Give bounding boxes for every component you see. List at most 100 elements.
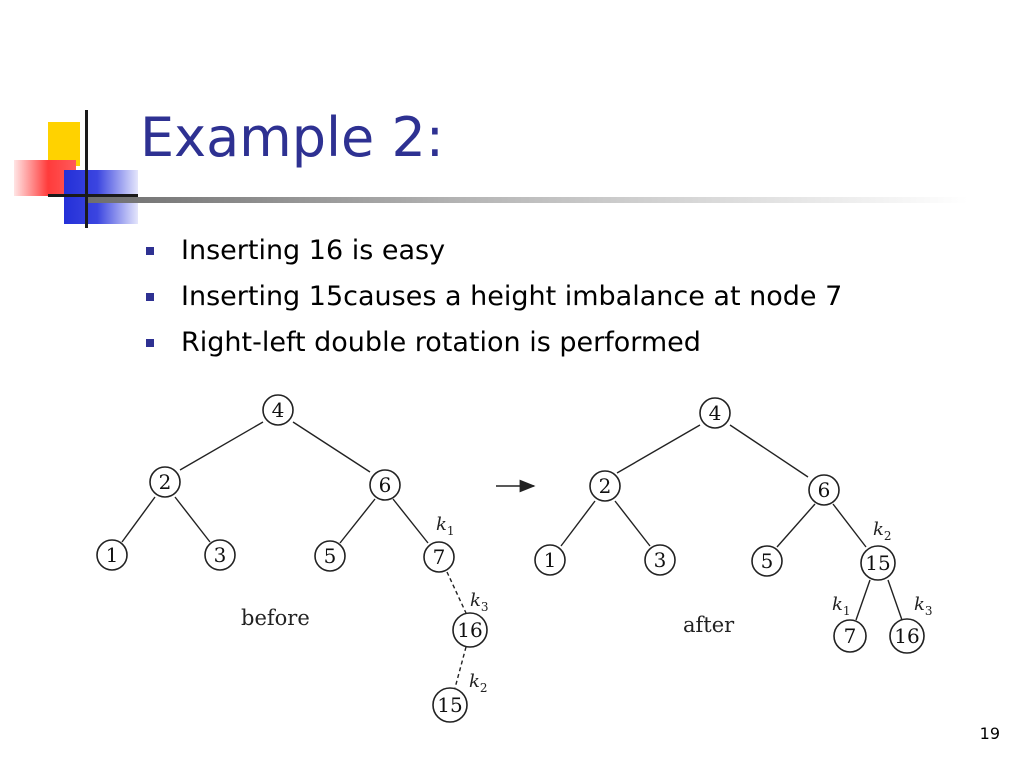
node-circle — [314, 540, 346, 572]
bullet-list: Inserting 16 is easy Inserting 15causes … — [146, 228, 842, 366]
k-label-name: k — [470, 590, 481, 611]
k-label-subscript: 3 — [481, 600, 489, 614]
node-circle — [369, 469, 401, 501]
k-label-subscript: 3 — [925, 604, 933, 618]
tree-node: 5 — [751, 545, 783, 577]
node-circle — [432, 687, 468, 723]
node-label: 4 — [709, 401, 722, 425]
node-label: 16 — [457, 618, 482, 642]
tree-edge — [616, 424, 701, 474]
node-circle — [204, 539, 236, 571]
k-label-subscript: 2 — [884, 529, 892, 543]
node-circle — [452, 612, 488, 648]
before-caption: before — [241, 606, 310, 630]
node-circle — [534, 544, 566, 576]
k-label-name: k — [832, 594, 843, 615]
tree-edge — [179, 421, 264, 471]
tree-edge — [729, 424, 809, 478]
k-label-name: k — [873, 519, 884, 540]
node-label: 3 — [214, 543, 227, 567]
bullet-item: Right-left double rotation is performed — [146, 320, 842, 366]
tree-node: 7 — [833, 619, 867, 653]
node-circle — [860, 545, 896, 581]
node-circle — [751, 545, 783, 577]
tree-node: 3 — [204, 539, 236, 571]
node-label: 6 — [818, 478, 831, 502]
k-label-subscript: 2 — [480, 681, 488, 695]
decor-yellow-square — [48, 122, 80, 166]
decor-horizontal-line — [48, 194, 138, 197]
k-label: k1 — [436, 514, 455, 538]
tree-edge — [887, 579, 903, 621]
k-label-name: k — [469, 671, 480, 692]
tree-edge — [121, 496, 156, 543]
tree-edge — [832, 503, 867, 548]
node-circle — [423, 541, 455, 573]
tree-edge — [614, 500, 651, 547]
tree-node: 15 — [432, 687, 468, 723]
node-label: 7 — [433, 545, 446, 569]
tree-edge — [339, 498, 376, 544]
node-label: 3 — [654, 548, 667, 572]
tree-edge — [292, 421, 371, 473]
bullet-item: Inserting 16 is easy — [146, 228, 842, 274]
k-label: k2 — [873, 519, 892, 543]
k-label: k2 — [469, 671, 488, 695]
tree-edge — [855, 579, 871, 621]
k-label-subscript: 1 — [843, 604, 851, 618]
tree-edge — [392, 498, 429, 544]
node-circle — [262, 394, 294, 426]
node-circle — [833, 619, 867, 653]
tree-node: 3 — [644, 544, 676, 576]
tree-node: 6 — [369, 469, 401, 501]
tree-node: 2 — [149, 466, 181, 498]
before-tree: 4 2 6 1 3 5 7 16 — [96, 394, 489, 723]
bullet-text: Right-left double rotation is performed — [181, 327, 701, 358]
node-label: 1 — [106, 543, 119, 567]
avl-rotation-diagram: 4 2 6 1 3 5 7 16 — [96, 394, 933, 723]
node-circle — [149, 466, 181, 498]
bullet-item: Inserting 15causes a height imbalance at… — [146, 274, 842, 320]
tree-node: 4 — [262, 394, 294, 426]
decor-vertical-line — [85, 110, 88, 228]
tree-node: 6 — [808, 474, 840, 506]
node-label: 15 — [437, 693, 462, 717]
node-label: 1 — [544, 548, 557, 572]
after-caption: after — [683, 613, 735, 637]
node-label: 2 — [599, 474, 612, 498]
node-circle — [808, 474, 840, 506]
bullet-text: Inserting 15causes a height imbalance at… — [181, 281, 843, 312]
k-label-name: k — [436, 514, 447, 535]
tree-node: 7 — [423, 541, 455, 573]
node-label: 5 — [761, 549, 774, 573]
tree-edge — [454, 646, 467, 689]
node-label: 15 — [865, 551, 890, 575]
tree-edge — [776, 503, 816, 548]
node-label: 5 — [324, 544, 337, 568]
node-label: 6 — [379, 473, 392, 497]
page-number: 19 — [979, 724, 1000, 743]
k-label: k3 — [470, 590, 489, 614]
bullet-square-icon — [146, 339, 154, 347]
node-circle — [699, 397, 731, 429]
title-underline — [88, 197, 968, 203]
tree-node: 15 — [860, 545, 896, 581]
bullet-square-icon — [146, 293, 154, 301]
k-label: k3 — [914, 594, 933, 618]
tree-node: 5 — [314, 540, 346, 572]
tree-node: 2 — [589, 470, 621, 502]
tree-node: 1 — [96, 539, 128, 571]
bullet-square-icon — [146, 247, 154, 255]
tree-edge — [446, 571, 467, 614]
k-label: k1 — [832, 594, 851, 618]
slide-title: Example 2: — [140, 106, 444, 169]
tree-node: 1 — [534, 544, 566, 576]
k-label-subscript: 1 — [447, 524, 455, 538]
node-label: 7 — [844, 624, 857, 648]
tree-node: 16 — [889, 618, 925, 654]
tree-edge — [174, 496, 211, 543]
node-label: 2 — [159, 470, 172, 494]
after-tree: 4 2 6 1 3 5 15 7 — [534, 397, 933, 654]
k-label-name: k — [914, 594, 925, 615]
node-circle — [644, 544, 676, 576]
